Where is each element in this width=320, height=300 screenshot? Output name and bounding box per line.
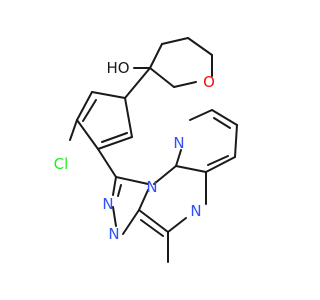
bond xyxy=(124,67,151,99)
pyridine-nitrogen-label: N xyxy=(173,134,184,152)
bond xyxy=(115,176,149,185)
bond xyxy=(112,176,117,196)
bond xyxy=(138,189,149,211)
bond xyxy=(82,99,97,122)
bond xyxy=(149,43,163,69)
bond xyxy=(175,165,207,173)
bond xyxy=(173,81,197,88)
hydroxyl-label: HO xyxy=(106,59,129,77)
bonds xyxy=(69,37,238,263)
bond xyxy=(161,37,189,45)
pyrazine-nitrogen-label: N xyxy=(190,202,201,220)
triazole-nitrogen-label: N xyxy=(108,225,119,243)
bond xyxy=(101,132,128,143)
bond xyxy=(153,165,177,185)
bond xyxy=(175,149,182,167)
bond xyxy=(167,217,187,233)
bond xyxy=(117,184,122,197)
bond xyxy=(189,109,213,121)
bond xyxy=(207,155,229,166)
bond xyxy=(234,124,238,158)
bond xyxy=(213,117,231,129)
ring-oxygen-label: O xyxy=(203,73,215,91)
bond xyxy=(149,67,175,88)
bond xyxy=(138,209,169,233)
bond xyxy=(69,119,78,141)
chlorine-label: Cl xyxy=(54,155,69,173)
bond xyxy=(97,148,117,178)
molecule-structure: HO O Cl N N N N N xyxy=(54,37,238,263)
bridgehead-nitrogen-label: N xyxy=(146,178,157,196)
bond xyxy=(112,206,117,227)
triazole-nitrogen-label: N xyxy=(102,195,113,213)
bond xyxy=(122,209,140,235)
bond xyxy=(140,219,164,237)
bond xyxy=(76,119,99,150)
bond xyxy=(91,91,126,99)
bond xyxy=(124,97,133,138)
bond xyxy=(97,136,133,150)
bond xyxy=(205,156,236,173)
bond xyxy=(211,109,238,126)
bond xyxy=(187,37,213,56)
bond xyxy=(76,91,93,121)
